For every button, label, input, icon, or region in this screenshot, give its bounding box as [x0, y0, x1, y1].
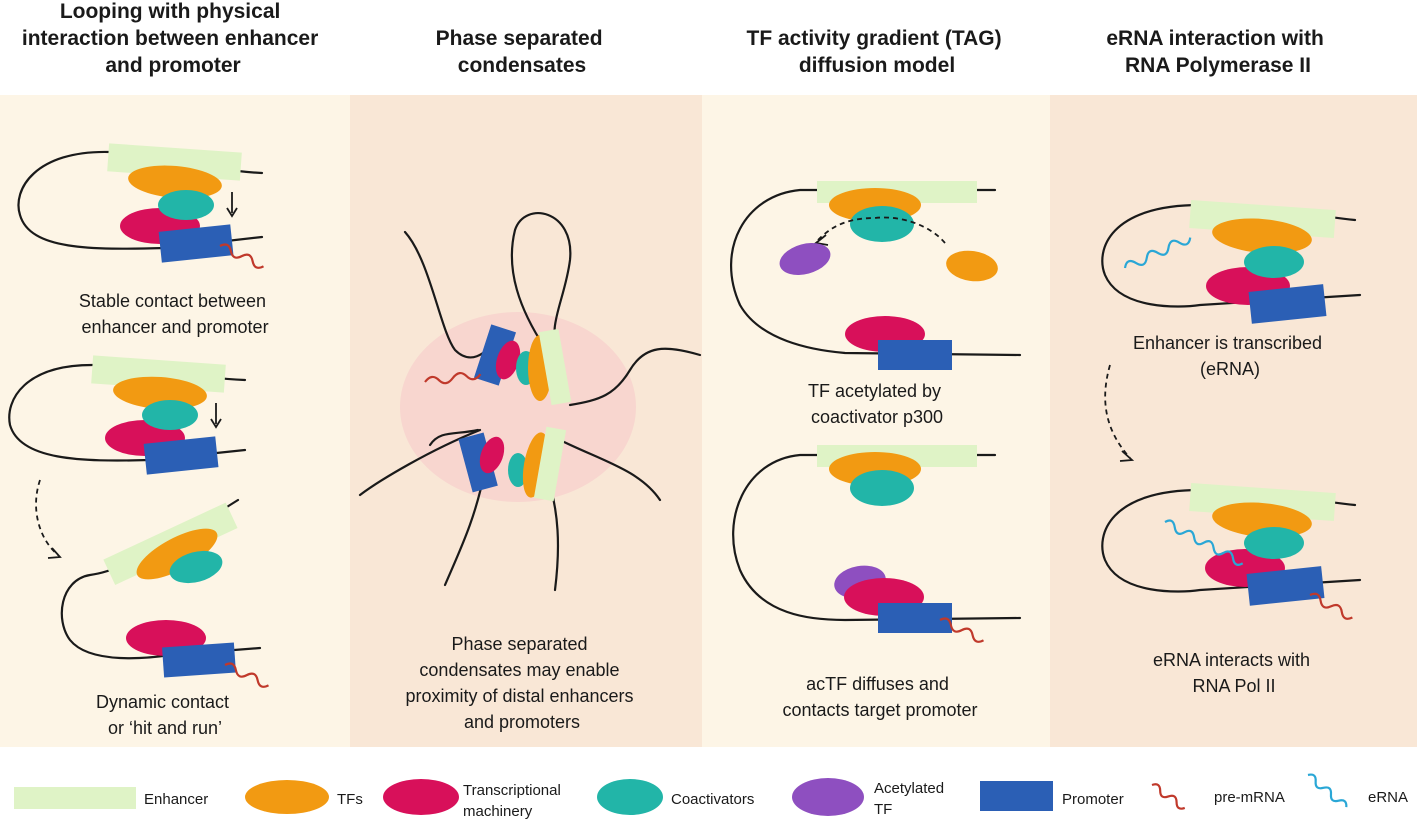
panel-3-title: TF activity gradient (TAG) diffusion mod…: [747, 27, 1008, 77]
transition-arrow: [1104, 364, 1131, 459]
legend-tfs-label: TFs: [337, 791, 363, 808]
tf-ellipse: [1212, 218, 1312, 254]
tf-ellipse: [113, 376, 207, 410]
coactivator-ellipse: [850, 206, 914, 242]
legend-tfs-swatch: [245, 780, 329, 814]
panel-2-title: Phase separated condensates: [436, 27, 609, 77]
enhancer-transcription-step: [1101, 200, 1362, 324]
legend-promoter-swatch: [980, 781, 1053, 811]
stable-contact-loop: [17, 143, 265, 269]
tf-ellipse: [946, 250, 998, 282]
coactivator-ellipse: [850, 470, 914, 506]
coactivator-ellipse: [169, 550, 223, 584]
promoter-block: [878, 603, 952, 633]
promoter-block: [878, 340, 952, 370]
panel-3-caption-2: acTF diffuses and contacts target promot…: [782, 674, 977, 720]
legend-pre-mrna-label: pre-mRNA: [1214, 789, 1285, 806]
panel-4-title: eRNA interaction with RNA Polymerase II: [1106, 27, 1329, 77]
promoter-block: [1246, 566, 1325, 606]
legend-enhancer-swatch: [14, 787, 136, 809]
erna-wave: [1123, 237, 1192, 269]
legend-coactivators-swatch: [597, 779, 663, 815]
actf-diffusion-step: [732, 445, 1022, 643]
legend-coactivators-label: Coactivators: [671, 791, 754, 808]
promoter-block: [1248, 284, 1327, 324]
panel-4-caption-2: eRNA interacts with RNA Pol II: [1153, 650, 1315, 696]
pre-mrna-wave: [224, 662, 270, 688]
pre-mrna-wave: [939, 617, 985, 643]
pre-mrna-wave: [219, 243, 265, 269]
panel-4-caption-1: Enhancer is transcribed (eRNA): [1133, 333, 1327, 379]
tf-acetylation-step: [730, 181, 1022, 370]
tf-ellipse: [136, 528, 218, 580]
promoter-block: [162, 642, 236, 678]
promoter-block: [473, 324, 517, 386]
legend-promoter-label: Promoter: [1062, 791, 1124, 808]
acetylated-tf-ellipse: [779, 243, 831, 275]
pre-mrna-wave: [424, 371, 482, 385]
coactivator-ellipse: [158, 190, 214, 220]
panel-3-caption-1: TF acetylated by coactivator p300: [808, 381, 946, 427]
legend-enhancer-label: Enhancer: [144, 791, 208, 808]
hit-and-run-loop: [60, 498, 270, 688]
legend-erna-swatch: [1307, 773, 1348, 808]
panel-1-caption-1: Stable contact between enhancer and prom…: [79, 291, 271, 337]
legend-acetylated-tf-label: Acetylated TF: [874, 780, 948, 818]
diffusion-arrow: [817, 216, 946, 244]
legend-erna-label: eRNA: [1368, 789, 1408, 806]
transcriptional-machinery-ellipse: [495, 340, 521, 380]
legend-transcriptional-machinery-label: Transcriptional machinery: [463, 782, 565, 820]
panel-1-title: Looping with physical interaction betwee…: [22, 0, 324, 77]
erna-pol-ii-interaction-step: [1101, 483, 1362, 620]
coactivator-ellipse: [142, 400, 198, 430]
coactivator-ellipse: [1244, 246, 1304, 278]
promoter-block: [158, 224, 234, 263]
coactivator-ellipse: [1244, 527, 1304, 559]
pre-mrna-wave: [1309, 592, 1353, 620]
phase-separated-condensate: [358, 212, 702, 592]
legend-pre-mrna-swatch: [1151, 783, 1186, 810]
erna-wave: [1164, 519, 1244, 566]
enhancer-block: [538, 328, 572, 406]
legend: Enhancer TFs Transcriptional machinery C…: [14, 773, 1408, 820]
promoter-block: [458, 432, 498, 493]
panel-1-caption-2: Dynamic contact or ‘hit and run’: [96, 692, 234, 738]
legend-acetylated-tf-swatch: [792, 778, 864, 816]
transcriptional-machinery-ellipse: [479, 436, 505, 474]
enhancer-block: [533, 426, 567, 502]
legend-transcriptional-machinery-swatch: [383, 779, 459, 815]
promoter-block: [143, 436, 219, 475]
tf-ellipse: [128, 165, 222, 199]
panel-2-caption: Phase separated condensates may enable p…: [405, 634, 638, 732]
looping-contact-loop: [8, 355, 247, 475]
condensate-droplet: [400, 312, 636, 502]
